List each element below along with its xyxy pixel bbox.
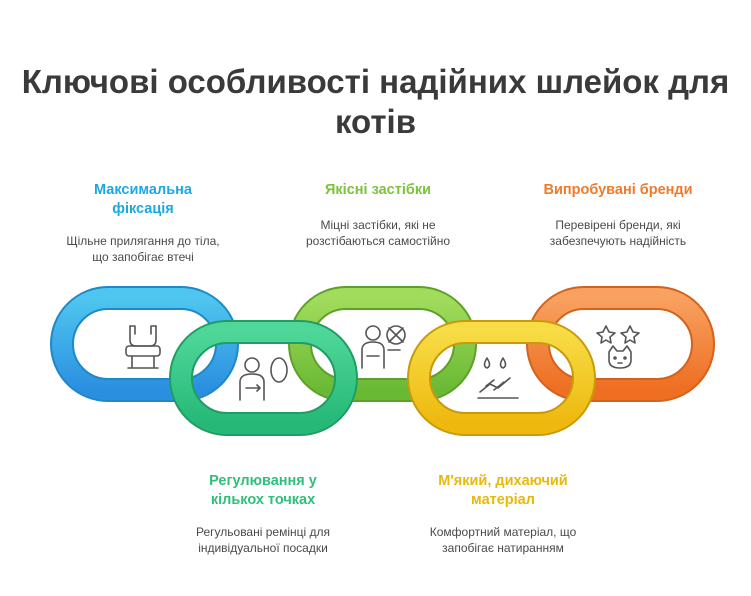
feature-1-description: Щільне прилягання до тіла, що запобігає …	[66, 234, 220, 264]
feature-4-description: Комфортний матеріал, що запобігає натира…	[429, 525, 577, 555]
chain-link-2	[169, 320, 358, 436]
adjust-person-icon	[239, 357, 288, 401]
feature-2-description: Регульовані ремінці для індивідуальної п…	[196, 525, 330, 555]
diagram-title: Ключові особливості надійних шлейок для …	[21, 63, 730, 140]
star-cat-icon	[596, 325, 640, 369]
feature-3-heading: Якісні застібки	[325, 182, 431, 198]
feature-5-description: Перевірені бренди, які забезпечують наді…	[549, 218, 687, 248]
feature-3-description: Міцні застібки, які не розстібаються сам…	[305, 218, 451, 248]
feature-4-heading: М'який, дихаючий матеріал	[438, 473, 568, 508]
harness-icon	[125, 325, 161, 369]
feature-1-heading: Максимальна фіксація	[94, 182, 192, 217]
breathable-material-icon	[477, 357, 519, 399]
feature-2-heading: Регулювання у кількох точках	[209, 473, 317, 508]
buckle-person-icon	[361, 325, 406, 369]
feature-5-heading: Випробувані бренди	[543, 182, 693, 198]
chain-link-4	[407, 320, 596, 436]
